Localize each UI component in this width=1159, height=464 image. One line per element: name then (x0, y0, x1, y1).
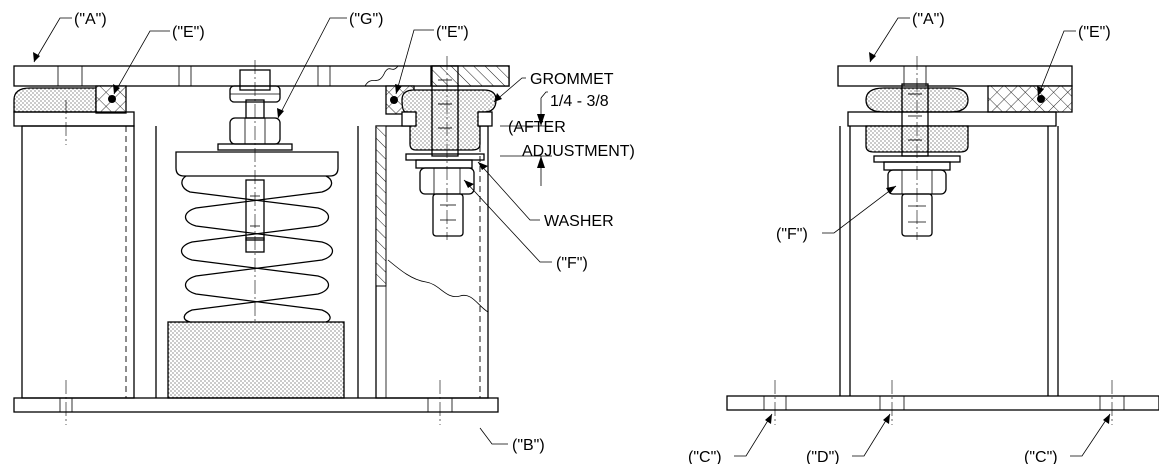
label-e-left: ("E") (172, 24, 205, 41)
label-f-left: ("F") (556, 255, 588, 272)
labels: ("A") ("E") ("G") ("E") GROMMET 1/4 - 3/… (74, 11, 1111, 464)
label-adjustment: ADJUSTMENT) (522, 143, 635, 160)
label-d: ("D") (806, 449, 840, 464)
label-after: (AFTER (508, 119, 566, 136)
side-view (726, 17, 1159, 457)
grommet-bolt (385, 56, 497, 240)
top-plate-a (13, 65, 510, 87)
spring-assembly (155, 60, 359, 399)
label-grommet: GROMMET (530, 71, 614, 88)
label-washer: WASHER (544, 213, 614, 230)
leaders-left (33, 17, 552, 445)
left-pad (13, 85, 135, 127)
label-b: ("B") (512, 437, 545, 454)
label-a-left: ("A") (74, 11, 107, 28)
label-e-right: ("E") (1078, 24, 1111, 41)
label-a-right: ("A") (912, 11, 945, 28)
label-e-mid: ("E") (436, 24, 469, 41)
label-dim-range: 1/4 - 3/8 (550, 93, 609, 110)
label-c-right: ("C") (1024, 449, 1058, 464)
label-f-right: ("F") (776, 226, 808, 243)
label-c-left: ("C") (688, 449, 722, 464)
housing-left (21, 100, 135, 425)
label-g: ("G") (349, 11, 383, 28)
housing-right (375, 125, 489, 425)
front-view (13, 17, 552, 445)
base-plate-b (13, 397, 499, 413)
